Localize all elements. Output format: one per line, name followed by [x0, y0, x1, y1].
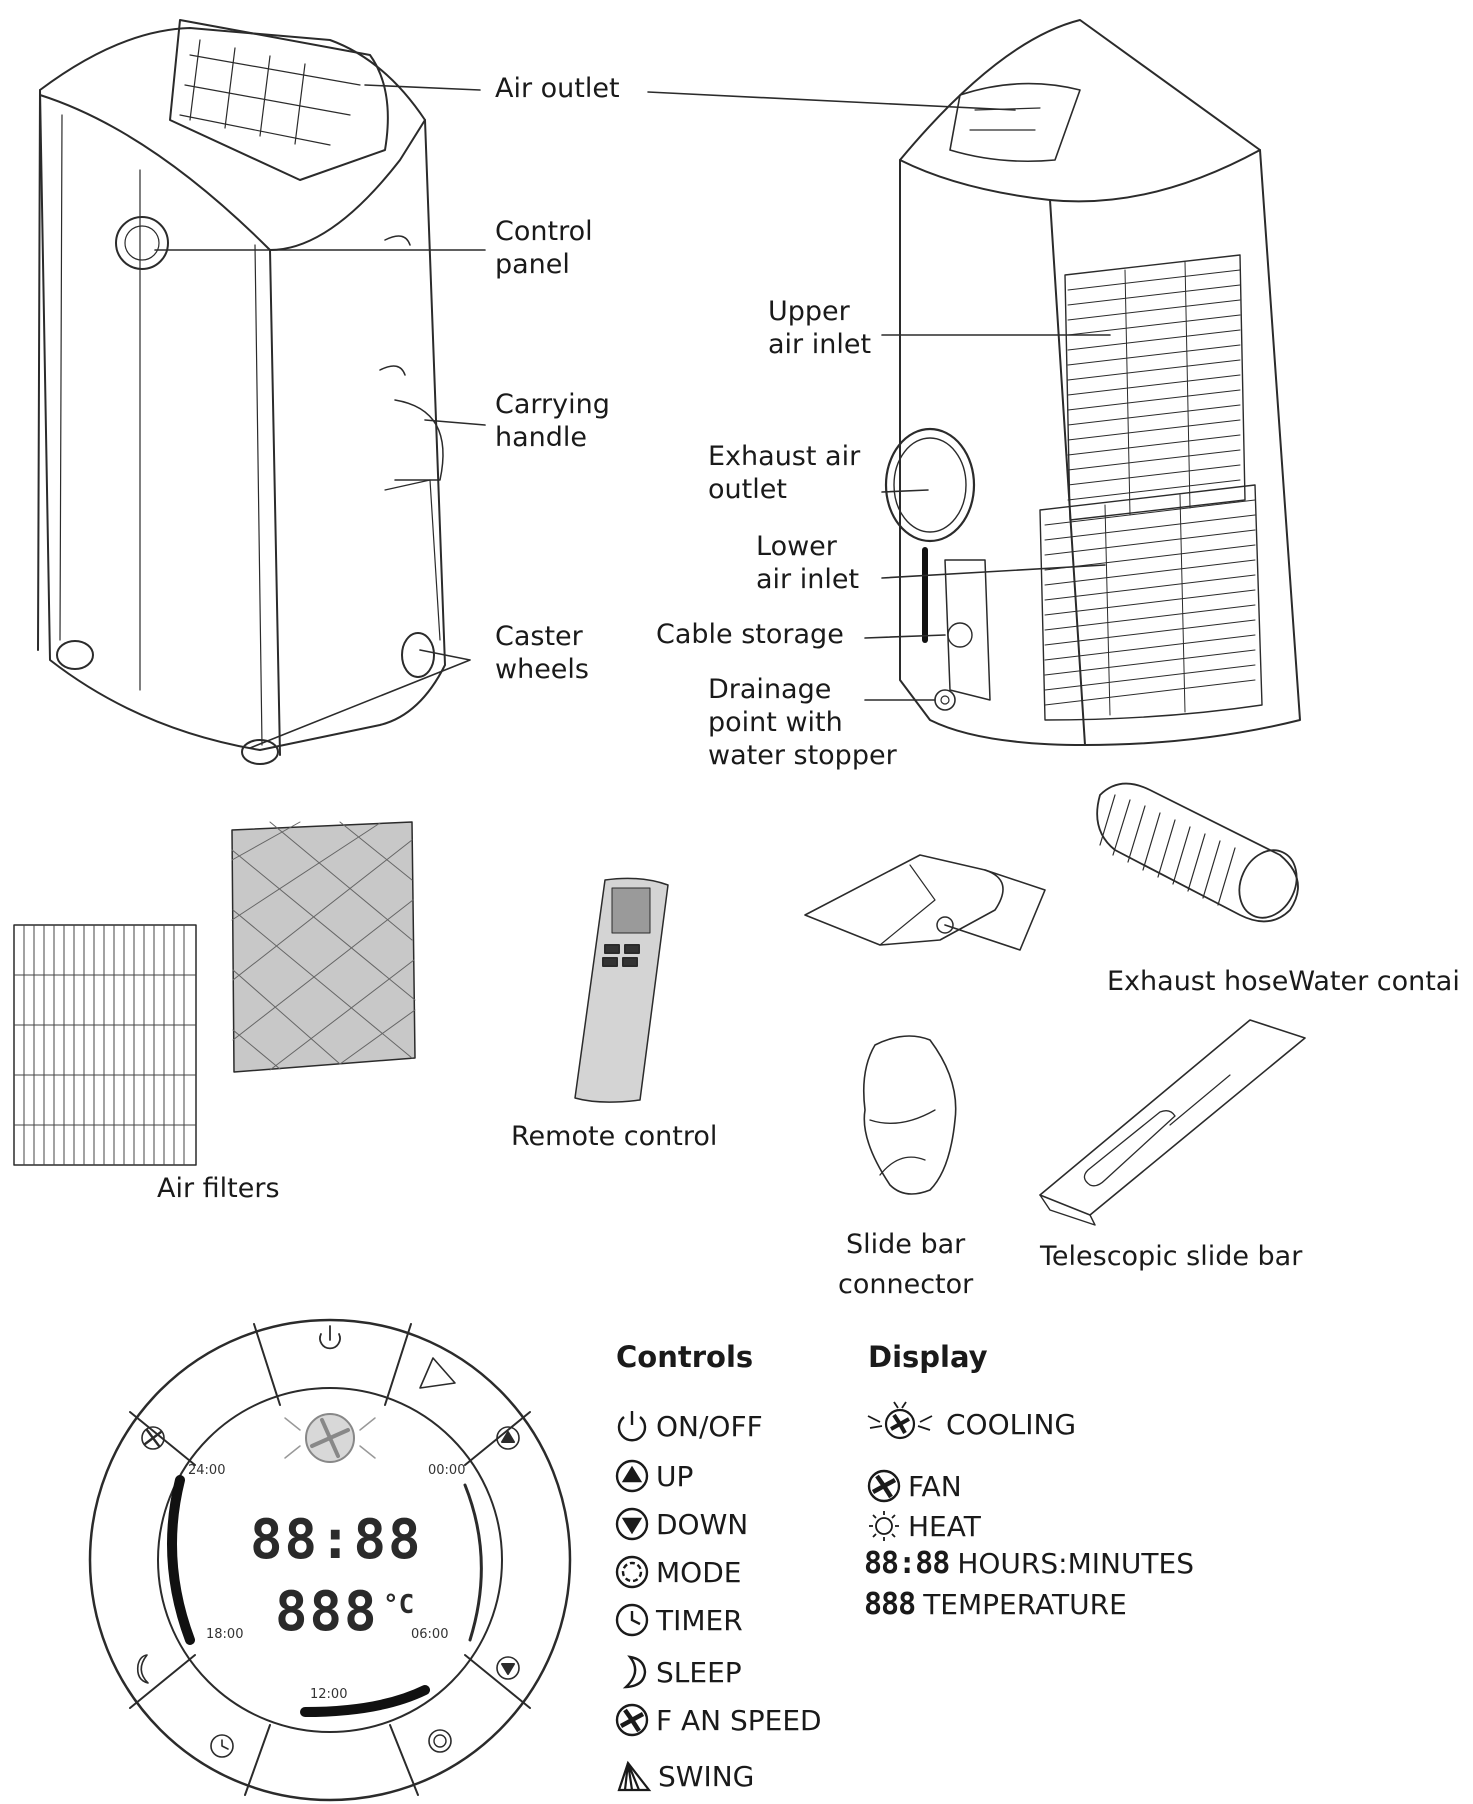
control-dial-drawing: [88, 1318, 572, 1802]
exhaust-hose-drawing: [1096, 782, 1299, 923]
dial-up-icon: [496, 1426, 520, 1450]
swing-icon: [617, 1760, 652, 1792]
mode-icon: [615, 1555, 649, 1589]
controls-label: UP: [656, 1459, 694, 1493]
label-control-panel: Control panel: [495, 216, 593, 280]
display-item-fan: FAN: [864, 1466, 962, 1506]
controls-label: ON/OFF: [656, 1409, 763, 1443]
display-label: FAN: [908, 1469, 962, 1503]
dial-temp-unit: °C: [383, 1590, 415, 1620]
dial-timer-icon: [210, 1734, 234, 1758]
label-exhaust-air-outlet: Exhaust air outlet: [708, 441, 861, 505]
controls-item-on-off: ON/OFF: [612, 1406, 763, 1446]
label-air-outlet: Air outlet: [495, 73, 620, 104]
label-caster-wheels: Caster wheels: [495, 621, 589, 685]
label-drainage-point: Drainage point with water stopper: [708, 674, 897, 771]
controls-label: DOWN: [656, 1507, 749, 1541]
controls-item-mode: MODE: [612, 1552, 741, 1592]
controls-header: Controls: [616, 1340, 754, 1374]
display-item-heat: HEAT: [864, 1508, 981, 1544]
dial-swing-icon: [419, 1357, 456, 1389]
rear-unit-drawing: [884, 19, 1301, 746]
controls-label: SLEEP: [656, 1655, 742, 1689]
window-kit-drawing: [804, 854, 1046, 951]
dial-tick-0000: 00:00: [428, 1463, 466, 1478]
upper-grille-slats: [1067, 261, 1241, 516]
timer-icon: [615, 1603, 649, 1637]
up-arrow-icon: [615, 1459, 649, 1493]
dial-power-icon: [319, 1325, 341, 1350]
controls-item-down: DOWN: [612, 1504, 748, 1544]
dial-tick-0600: 06:00: [411, 1627, 449, 1642]
dial-tick-2400: 24:00: [188, 1463, 226, 1478]
fan-icon: [615, 1703, 649, 1737]
lcd-temp-sample: 888: [864, 1587, 916, 1622]
display-item-hours-minutes: 88:88 HOURS:MINUTES: [864, 1546, 1194, 1581]
display-label: TEMPERATURE: [923, 1588, 1127, 1621]
label-air-filters: Air filters: [157, 1173, 280, 1204]
display-item-cooling: COOLING: [864, 1398, 1076, 1450]
telescopic-slide-bar-drawing: [1039, 1019, 1306, 1226]
controls-label: TIMER: [656, 1603, 743, 1637]
down-arrow-icon: [615, 1507, 649, 1541]
fan-icon: [867, 1469, 901, 1503]
label-upper-air-inlet: Upper air inlet: [768, 296, 872, 360]
dial-tick-1200: 12:00: [310, 1687, 348, 1702]
slide-bar-connector-drawing: [862, 1035, 957, 1195]
label-lower-air-inlet: Lower air inlet: [756, 531, 860, 595]
label-exhaust-hose-water-container: Exhaust hoseWater contai: [1107, 966, 1460, 997]
remote-control-drawing: [574, 877, 669, 1103]
display-header: Display: [868, 1340, 988, 1374]
controls-label: SWING: [658, 1759, 755, 1793]
display-item-temperature: 888 TEMPERATURE: [864, 1587, 1127, 1622]
controls-item-fan-speed: F AN SPEED: [612, 1700, 822, 1740]
lower-grille-slats: [1044, 494, 1256, 716]
lcd-time-sample: 88:88: [864, 1546, 950, 1581]
controls-item-timer: TIMER: [612, 1600, 743, 1640]
dial-time-readout: 88:88: [250, 1508, 423, 1571]
label-cable-storage: Cable storage: [656, 619, 844, 650]
dial-mode-icon: [428, 1729, 452, 1753]
controls-label: F AN SPEED: [656, 1703, 822, 1737]
label-carrying-handle: Carrying handle: [495, 389, 610, 453]
dial-fan-icon: [141, 1426, 165, 1450]
controls-label: MODE: [656, 1555, 742, 1589]
controls-item-sleep: SLEEP: [612, 1652, 742, 1692]
sun-icon: [869, 1511, 899, 1541]
controls-item-up: UP: [612, 1456, 693, 1496]
snowflake-fan-icon: [867, 1401, 933, 1440]
label-remote-control: Remote control: [511, 1121, 718, 1152]
display-label: COOLING: [946, 1407, 1077, 1441]
display-label: HEAT: [908, 1509, 981, 1543]
controls-item-swing: SWING: [614, 1756, 754, 1796]
label-slide-bar-connector: Slide bar connector: [838, 1229, 974, 1300]
label-telescopic-slide-bar: Telescopic slide bar: [1040, 1241, 1303, 1272]
dial-temp-readout: 888: [275, 1580, 379, 1643]
dial-tick-1800: 18:00: [206, 1627, 244, 1642]
display-label: HOURS:MINUTES: [957, 1547, 1194, 1580]
leader-lines: [154, 84, 1111, 749]
dial-moon-icon: [136, 1654, 149, 1684]
front-unit-drawing: [37, 19, 446, 765]
air-filters-drawing: [13, 821, 416, 1166]
moon-icon: [622, 1655, 647, 1689]
dial-down-icon: [496, 1656, 520, 1680]
power-icon: [617, 1411, 647, 1442]
